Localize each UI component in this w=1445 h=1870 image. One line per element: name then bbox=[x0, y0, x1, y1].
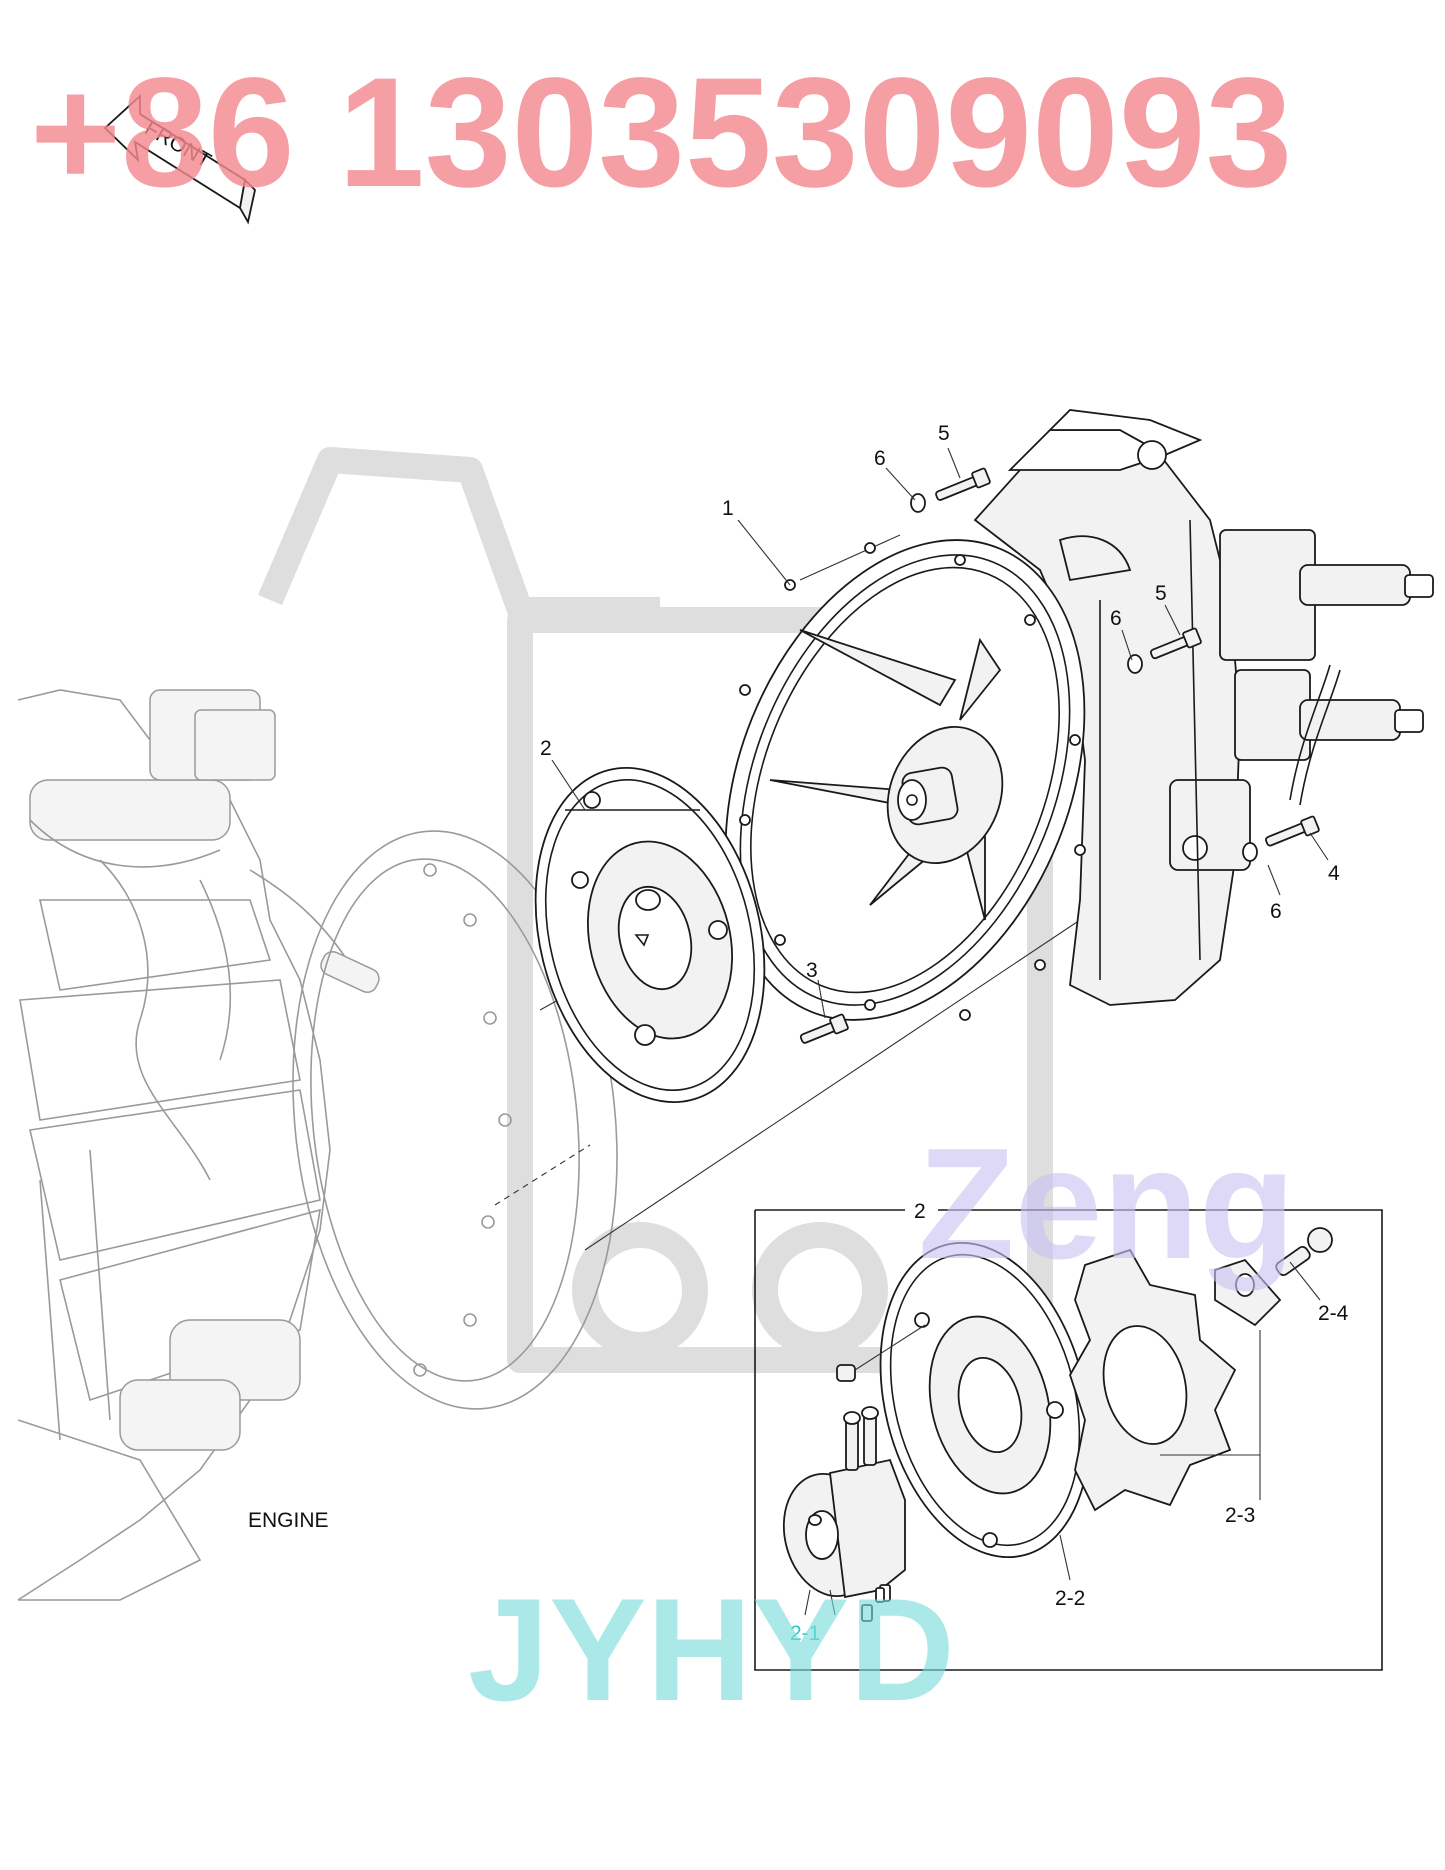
label-item-2-1: 2-1 bbox=[790, 1622, 820, 1645]
phone-watermark: +86 13035309093 bbox=[30, 46, 1292, 220]
part-3-bolt bbox=[799, 1013, 849, 1044]
fasteners-5-6-4 bbox=[910, 467, 1320, 862]
label-engine: ENGINE bbox=[248, 1509, 329, 1532]
label-item-5-top: 5 bbox=[938, 422, 950, 445]
label-item-6-mid: 6 bbox=[1110, 607, 1122, 630]
label-item-2-2: 2-2 bbox=[1055, 1587, 1085, 1610]
label-item-1: 1 bbox=[722, 497, 734, 520]
label-detail-box: 2 bbox=[914, 1200, 926, 1223]
item-leaders bbox=[551, 447, 1329, 1019]
label-item-3: 3 bbox=[806, 959, 818, 982]
zeng-watermark: Zeng bbox=[918, 1116, 1295, 1292]
engine-assembly bbox=[17, 689, 618, 1601]
label-item-2-4: 2-4 bbox=[1318, 1302, 1349, 1325]
label-item-2-3: 2-3 bbox=[1225, 1504, 1255, 1527]
part-1-pump-housing bbox=[724, 409, 1434, 1021]
jyhyd-watermark: JYHYD bbox=[468, 1568, 955, 1731]
label-item-6-top: 6 bbox=[874, 447, 886, 470]
label-item-2: 2 bbox=[540, 737, 552, 760]
label-item-4: 4 bbox=[1328, 862, 1340, 885]
label-item-6-low: 6 bbox=[1270, 900, 1282, 923]
label-item-5-mid: 5 bbox=[1155, 582, 1167, 605]
part-2-coupling-disc bbox=[534, 767, 766, 1103]
detail-box-item-2 bbox=[754, 1209, 1383, 1671]
